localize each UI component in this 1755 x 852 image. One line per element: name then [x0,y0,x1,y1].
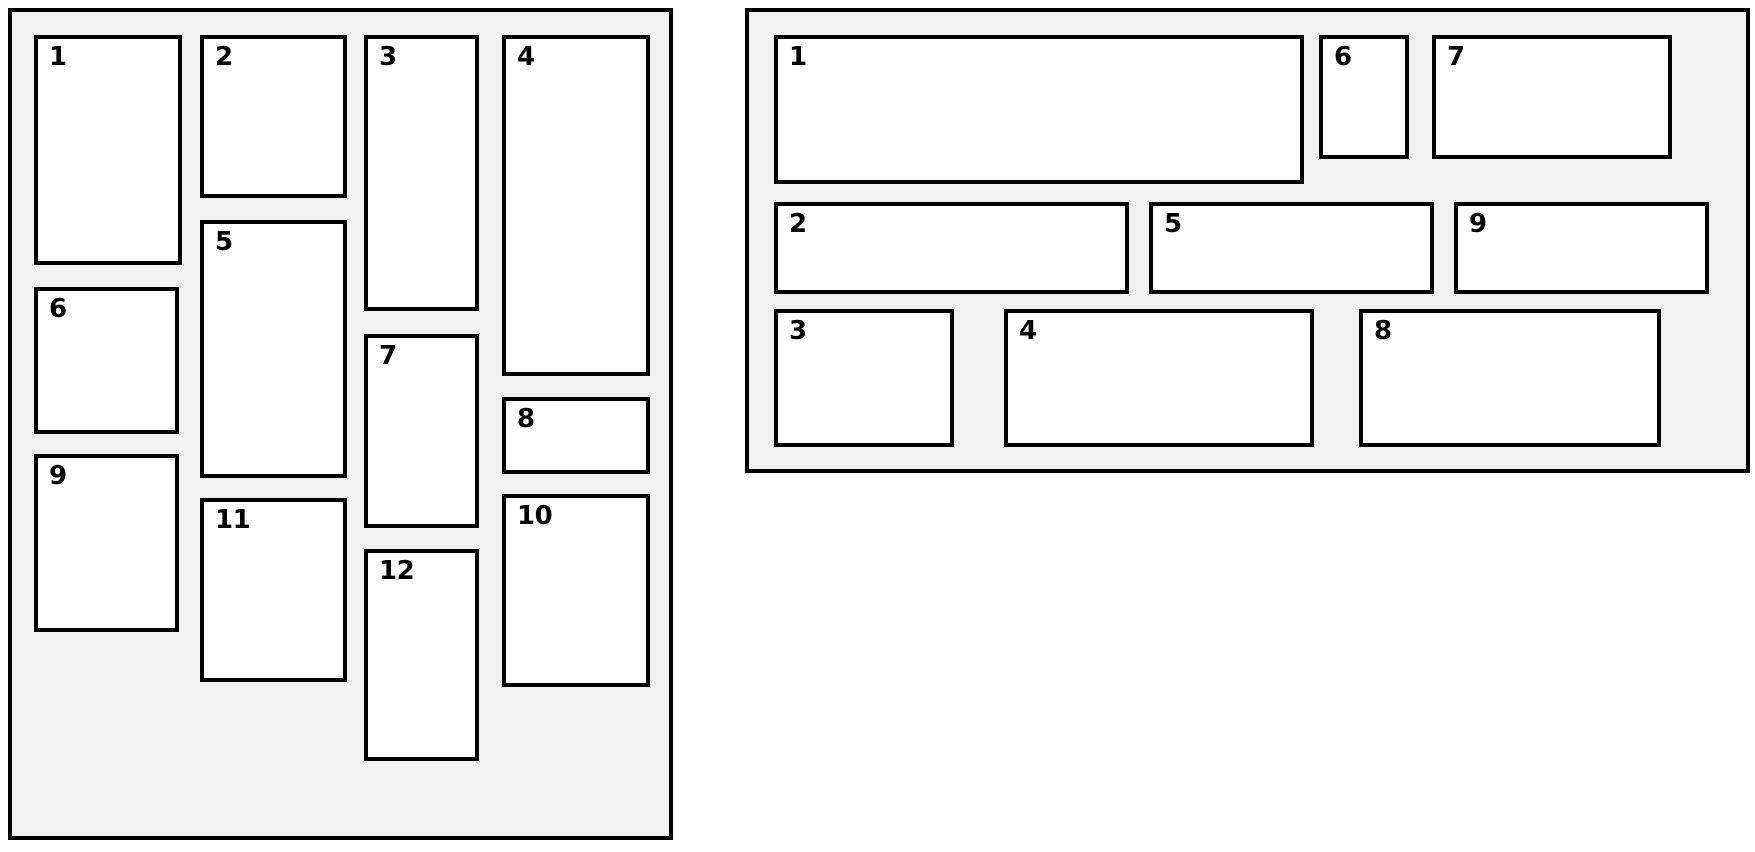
box-label: 2 [789,209,807,239]
box-label: 6 [49,294,67,324]
box-label: 6 [1334,42,1352,72]
box-label: 9 [49,461,67,491]
box-label: 12 [379,556,415,586]
box-label: 5 [1164,209,1182,239]
box-label: 2 [215,42,233,72]
box-8[interactable]: 8 [502,397,650,474]
box-12[interactable]: 12 [364,549,479,761]
box-label: 8 [517,404,535,434]
box-8[interactable]: 8 [1359,309,1661,447]
box-7[interactable]: 7 [364,334,479,528]
box-5[interactable]: 5 [200,220,347,478]
box-label: 1 [789,42,807,72]
box-label: 7 [1447,42,1465,72]
box-6[interactable]: 6 [1319,35,1409,159]
box-7[interactable]: 7 [1432,35,1672,159]
box-4[interactable]: 4 [1004,309,1314,447]
box-4[interactable]: 4 [502,35,650,376]
box-2[interactable]: 2 [200,35,347,198]
box-label: 3 [379,42,397,72]
box-label: 8 [1374,316,1392,346]
box-label: 7 [379,341,397,371]
box-11[interactable]: 11 [200,498,347,682]
box-2[interactable]: 2 [774,202,1129,294]
box-9[interactable]: 9 [34,454,179,632]
box-label: 4 [1019,316,1037,346]
box-label: 4 [517,42,535,72]
box-label: 9 [1469,209,1487,239]
box-1[interactable]: 1 [774,35,1304,184]
box-label: 1 [49,42,67,72]
right-panel: 1 2 3 4 5 6 7 8 9 [745,8,1750,473]
box-label: 10 [517,501,553,531]
box-label: 5 [215,227,233,257]
box-3[interactable]: 3 [364,35,479,311]
box-1[interactable]: 1 [34,35,182,265]
box-3[interactable]: 3 [774,309,954,447]
box-label: 3 [789,316,807,346]
box-10[interactable]: 10 [502,494,650,687]
box-9[interactable]: 9 [1454,202,1709,294]
box-label: 11 [215,505,251,535]
box-6[interactable]: 6 [34,287,179,434]
box-5[interactable]: 5 [1149,202,1434,294]
